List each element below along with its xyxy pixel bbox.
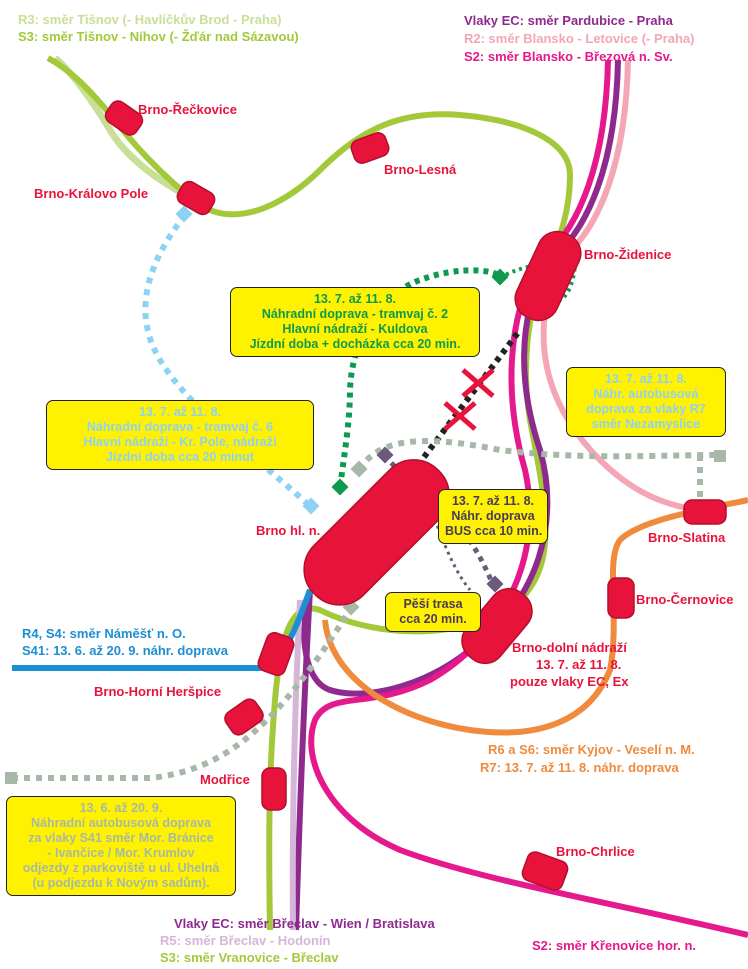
r5-line — [289, 599, 303, 931]
label-dolni-note: pouze vlaky EC, Ex — [510, 674, 629, 689]
note-r7-line: 13. 7. až 11. 8. — [604, 372, 687, 386]
direction-ec-north: Vlaky EC: směr Pardubice - Praha — [464, 13, 673, 28]
station-modrice — [261, 767, 287, 811]
direction-r6-line2: R7: 13. 7. až 11. 8. náhr. doprava — [480, 760, 679, 775]
label-chrlice: Brno-Chrlice — [556, 844, 635, 859]
note-walk: Pěší trasa cca 20 min. — [385, 592, 481, 632]
note-walk-line: cca 20 min. — [399, 612, 467, 626]
tram2-stop-marker — [331, 478, 349, 496]
note-r7: 13. 7. až 11. 8. Náhr. autobusová doprav… — [566, 367, 726, 437]
direction-s3-north: S3: směr Tišnov - Níhov (- Žďár nad Sáza… — [18, 29, 299, 44]
closure-cross — [443, 368, 495, 431]
walk-end-marker — [486, 575, 504, 593]
station-chrlice — [521, 851, 569, 891]
s41-west-marker — [5, 772, 17, 784]
direction-r2: R2: směr Blansko - Letovice (- Praha) — [464, 31, 695, 46]
note-s41-line: odjezdy z parkoviště u ul. Uhelná — [22, 861, 220, 875]
note-bus-line: Náhr. doprava — [451, 509, 535, 523]
label-modrice: Modřice — [200, 772, 250, 787]
note-bus: 13. 7. až 11. 8. Náhr. doprava BUS cca 1… — [438, 489, 548, 544]
station-kralovo-pole — [176, 180, 216, 216]
s41-bus-route — [12, 608, 353, 781]
note-s41-line: (u podjezdu k Novým sadům). — [32, 876, 210, 890]
direction-r5: R5: směr Břeclav - Hodonín — [160, 933, 331, 948]
note-tram2-line: 13. 7. až 11. 8. — [313, 292, 396, 306]
note-r7-line: doprava za vlaky R7 — [586, 402, 706, 416]
station-reckovice — [104, 100, 144, 136]
note-tram2: 13. 7. až 11. 8. Náhradní doprava - tram… — [230, 287, 480, 357]
note-tram2-line: Hlavní nádraží - Kuldova — [282, 322, 428, 336]
direction-r4-line1: R4, S4: směr Náměšť n. O. — [22, 626, 186, 641]
direction-r3: R3: směr Tišnov (- Havlíčkův Brod - Prah… — [18, 12, 282, 27]
note-tram2-line: Jízdní doba + docházka cca 20 min. — [249, 337, 461, 351]
note-tram6-line: Jízdní doba cca 20 minut — [106, 450, 254, 464]
direction-r6-line1: R6 a S6: směr Kyjov - Veselí n. M. — [488, 742, 695, 757]
note-bus-line: 13. 7. až 11. 8. — [451, 494, 534, 508]
tram6-stop-marker — [175, 205, 193, 223]
note-tram6-line: 13. 7. až 11. 8. — [138, 405, 221, 419]
label-zidenice: Brno-Židenice — [584, 247, 672, 262]
label-hlavni: Brno hl. n. — [256, 523, 321, 538]
station-hlavni — [303, 459, 450, 606]
label-cernovice: Brno-Černovice — [636, 592, 734, 607]
label-horni-herspice: Brno-Horní Heršpice — [94, 684, 222, 699]
direction-ec-south: Vlaky EC: směr Břeclav - Wien / Bratisla… — [174, 916, 435, 931]
station-zidenice — [514, 230, 582, 322]
label-slatina: Brno-Slatina — [648, 530, 726, 545]
note-tram6-line: Hlavní nádraží - Kr. Pole, nádraží — [83, 435, 277, 449]
note-bus-line: BUS cca 10 min. — [445, 524, 543, 538]
closed-section — [415, 328, 523, 467]
tram2-end-marker — [491, 268, 509, 286]
station-cernovice — [607, 577, 635, 619]
bus-route — [357, 438, 721, 500]
label-lesna: Brno-Lesná — [384, 162, 457, 177]
r2-line — [540, 59, 721, 515]
note-walk-line: Pěší trasa — [403, 597, 463, 611]
note-r7-line: směr Nezamyslice — [591, 417, 701, 431]
note-s41-line: Náhradní autobusová doprava — [31, 816, 211, 830]
note-s41-line: za vlaky S41 směr Mor. Bránice — [28, 831, 214, 845]
station-lesna — [350, 132, 390, 164]
direction-r4-line2: S41: 13. 6. až 20. 9. náhr. doprava — [22, 643, 228, 658]
station-horni-herspice — [257, 631, 295, 677]
note-tram6-line: Náhradní doprava - tramvaj č. 6 — [86, 420, 274, 434]
note-s41-line: 13. 6. až 20. 9. — [79, 801, 163, 815]
direction-s3-south: S3: směr Vranovice - Břeclav — [160, 950, 339, 965]
label-dolni: Brno-dolní nádraží — [512, 640, 627, 655]
tram6-hl-marker — [302, 497, 320, 515]
bus-hl-marker — [350, 460, 368, 478]
note-s41: 13. 6. až 20. 9. Náhradní autobusová dop… — [6, 796, 236, 896]
label-kralovo-pole: Brno-Královo Pole — [34, 186, 149, 201]
station-slatina — [683, 499, 727, 525]
direction-s2-south: S2: směr Křenovice hor. n. — [532, 938, 697, 953]
direction-s2-north: S2: směr Blansko - Březová n. Sv. — [464, 49, 673, 64]
label-reckovice: Brno-Řečkovice — [138, 102, 237, 117]
note-tram2-line: Náhradní doprava - tramvaj č. 2 — [261, 307, 449, 321]
note-tram6: 13. 7. až 11. 8. Náhradní doprava - tram… — [46, 400, 314, 470]
bus-east-marker — [714, 450, 726, 462]
r6-line — [322, 497, 748, 736]
s3-line-north — [46, 55, 574, 264]
note-r7-line: Náhr. autobusová — [593, 387, 699, 401]
station-modrice-north — [224, 698, 264, 736]
note-s41-line: - Ivančice / Mor. Krumlov — [47, 846, 195, 860]
label-dolni-date: 13. 7. až 11. 8. — [536, 657, 622, 672]
walk-start-marker — [376, 446, 394, 464]
